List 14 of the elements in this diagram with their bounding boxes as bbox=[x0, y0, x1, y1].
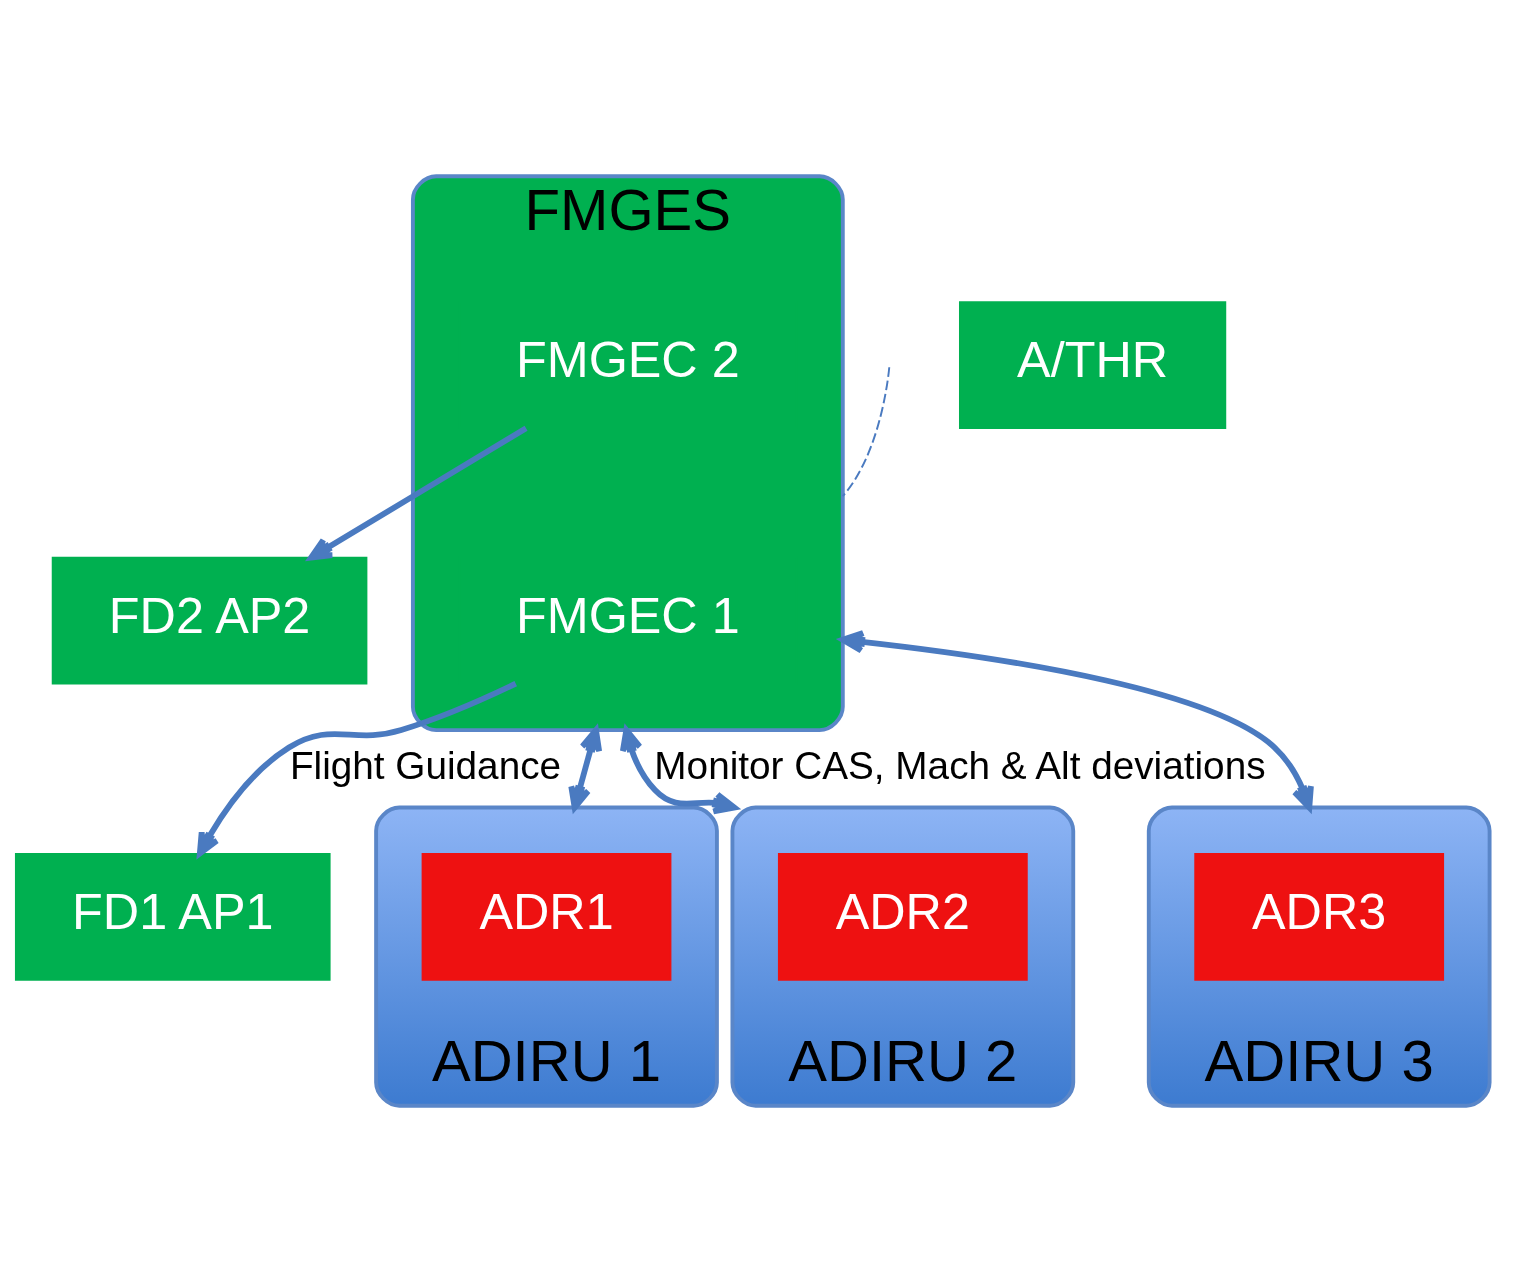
node-box: ADR2 bbox=[777, 853, 1028, 981]
connector bbox=[841, 366, 891, 498]
arrow bbox=[308, 425, 528, 561]
node-box: ADR3 bbox=[1194, 853, 1445, 981]
arrow bbox=[839, 630, 1314, 811]
edge-label: Monitor CAS, Mach & Alt deviations bbox=[654, 743, 1266, 787]
node-box: A/THR bbox=[959, 301, 1227, 429]
node-box: FD2 AP2 bbox=[51, 556, 368, 685]
node-text: FMGEC 2 bbox=[516, 331, 740, 389]
node-box: ADR1 bbox=[421, 853, 672, 981]
node-text: FMGEC 1 bbox=[516, 586, 740, 644]
edge-label: Flight Guidance bbox=[289, 743, 562, 787]
node-box: FD1 AP1 bbox=[14, 853, 331, 981]
arrow bbox=[196, 681, 517, 857]
